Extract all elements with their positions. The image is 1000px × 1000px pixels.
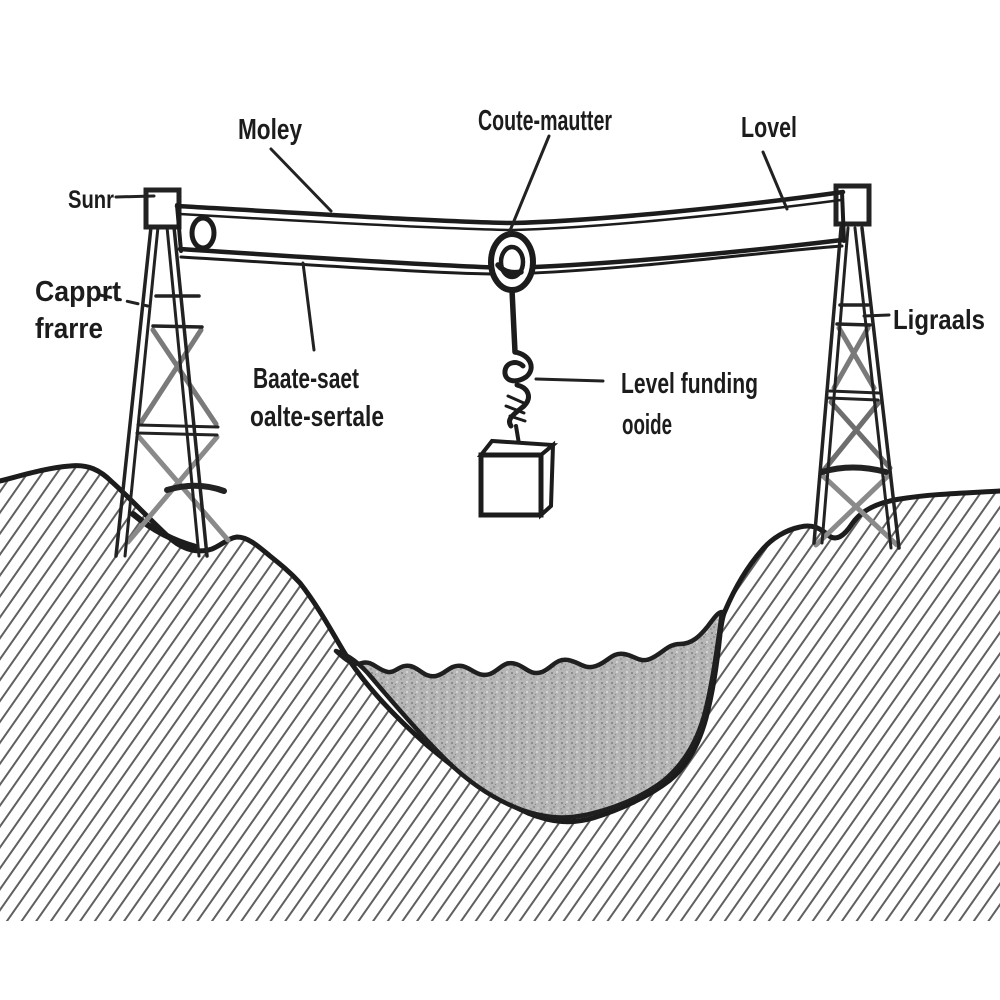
label-lovel: Lovel	[741, 112, 797, 144]
right-tower-leg-left-outer	[812, 226, 843, 545]
left-tower-leg-left-inner	[123, 225, 160, 558]
label-level-funding-line2: ooide	[622, 409, 672, 441]
left-tower-leg-right-outer	[172, 225, 209, 558]
right-tower-rung-3b	[827, 396, 880, 402]
left-bank-accent	[130, 511, 199, 550]
left-tower-rung-3b	[135, 431, 219, 437]
right-tower-brace-x1b	[831, 325, 871, 391]
right-tower-brace-x3a	[820, 473, 900, 548]
hoist-assembly	[476, 231, 559, 520]
left-pulley	[189, 215, 217, 251]
rope-knot-lower	[507, 382, 531, 429]
label-sunr: Sunr	[68, 186, 114, 214]
label-moley: Moley	[238, 114, 302, 146]
right-tower-brace-x1a	[836, 325, 877, 391]
leader-moley	[269, 147, 333, 213]
rope-knot-tick-2	[504, 404, 526, 415]
spoil-deposit	[333, 609, 725, 820]
left-tower-rung-dark	[164, 482, 227, 494]
label-ligraals: Ligraals	[893, 304, 985, 335]
label-coute-mautter: Coute-mautter	[478, 105, 612, 137]
trolley-ring-clamp	[495, 262, 524, 276]
right-tower-leg-left-inner	[820, 226, 850, 545]
leader-lovel	[761, 150, 789, 211]
label-baate-line1: Baate-saet	[253, 363, 359, 395]
right-tower-brace-x3b	[813, 473, 891, 548]
right-tower-rung-2	[835, 322, 872, 327]
label-level-funding-line1: Level funding	[621, 368, 758, 400]
right-tower-brace-x2b	[821, 399, 882, 473]
label-baate-line2: oalte-sertale	[250, 401, 384, 433]
rope-knot-tick-3	[508, 414, 527, 423]
labels: Sunr Moley Coute-mautter Lovel Capprt fr…	[35, 105, 985, 441]
leader-lines	[98, 134, 891, 383]
right-tower-leg-right-inner	[853, 226, 893, 550]
left-tower-leg-left-outer	[114, 225, 153, 558]
ground-hatched-fill	[0, 465, 1000, 921]
label-capprt-line2: frarre	[35, 313, 103, 345]
hoist-rope	[509, 287, 518, 355]
left-tower-leg-right-inner	[165, 225, 201, 558]
right-tower-leg-right-outer	[860, 226, 901, 550]
left-tower-brace-x1b	[137, 327, 204, 427]
leader-baate	[301, 261, 316, 352]
terrain	[0, 463, 1000, 921]
left-tower-brace-x1a	[150, 327, 219, 427]
right-tower-rung-dark	[819, 464, 889, 475]
rope-knot-tick-1	[506, 394, 528, 406]
load-block-front	[478, 452, 544, 518]
leader-coute-mautter	[507, 134, 551, 235]
right-tower-rung-3a	[828, 389, 881, 395]
rope-knot-upper	[502, 349, 534, 384]
leader-capprt	[98, 293, 154, 309]
beam-left-end	[175, 203, 183, 253]
label-capprt-line1: Capprt	[35, 276, 121, 308]
leader-ligraals	[862, 313, 891, 318]
terrain-profile-line	[0, 463, 1000, 825]
left-tower-rung-3a	[136, 423, 220, 429]
leader-sunr	[114, 194, 156, 199]
leader-level-funding	[534, 377, 605, 383]
beam-top-chord-lower	[178, 198, 843, 232]
left-tower-rung-2	[151, 324, 204, 329]
beam-right-end	[840, 190, 846, 243]
